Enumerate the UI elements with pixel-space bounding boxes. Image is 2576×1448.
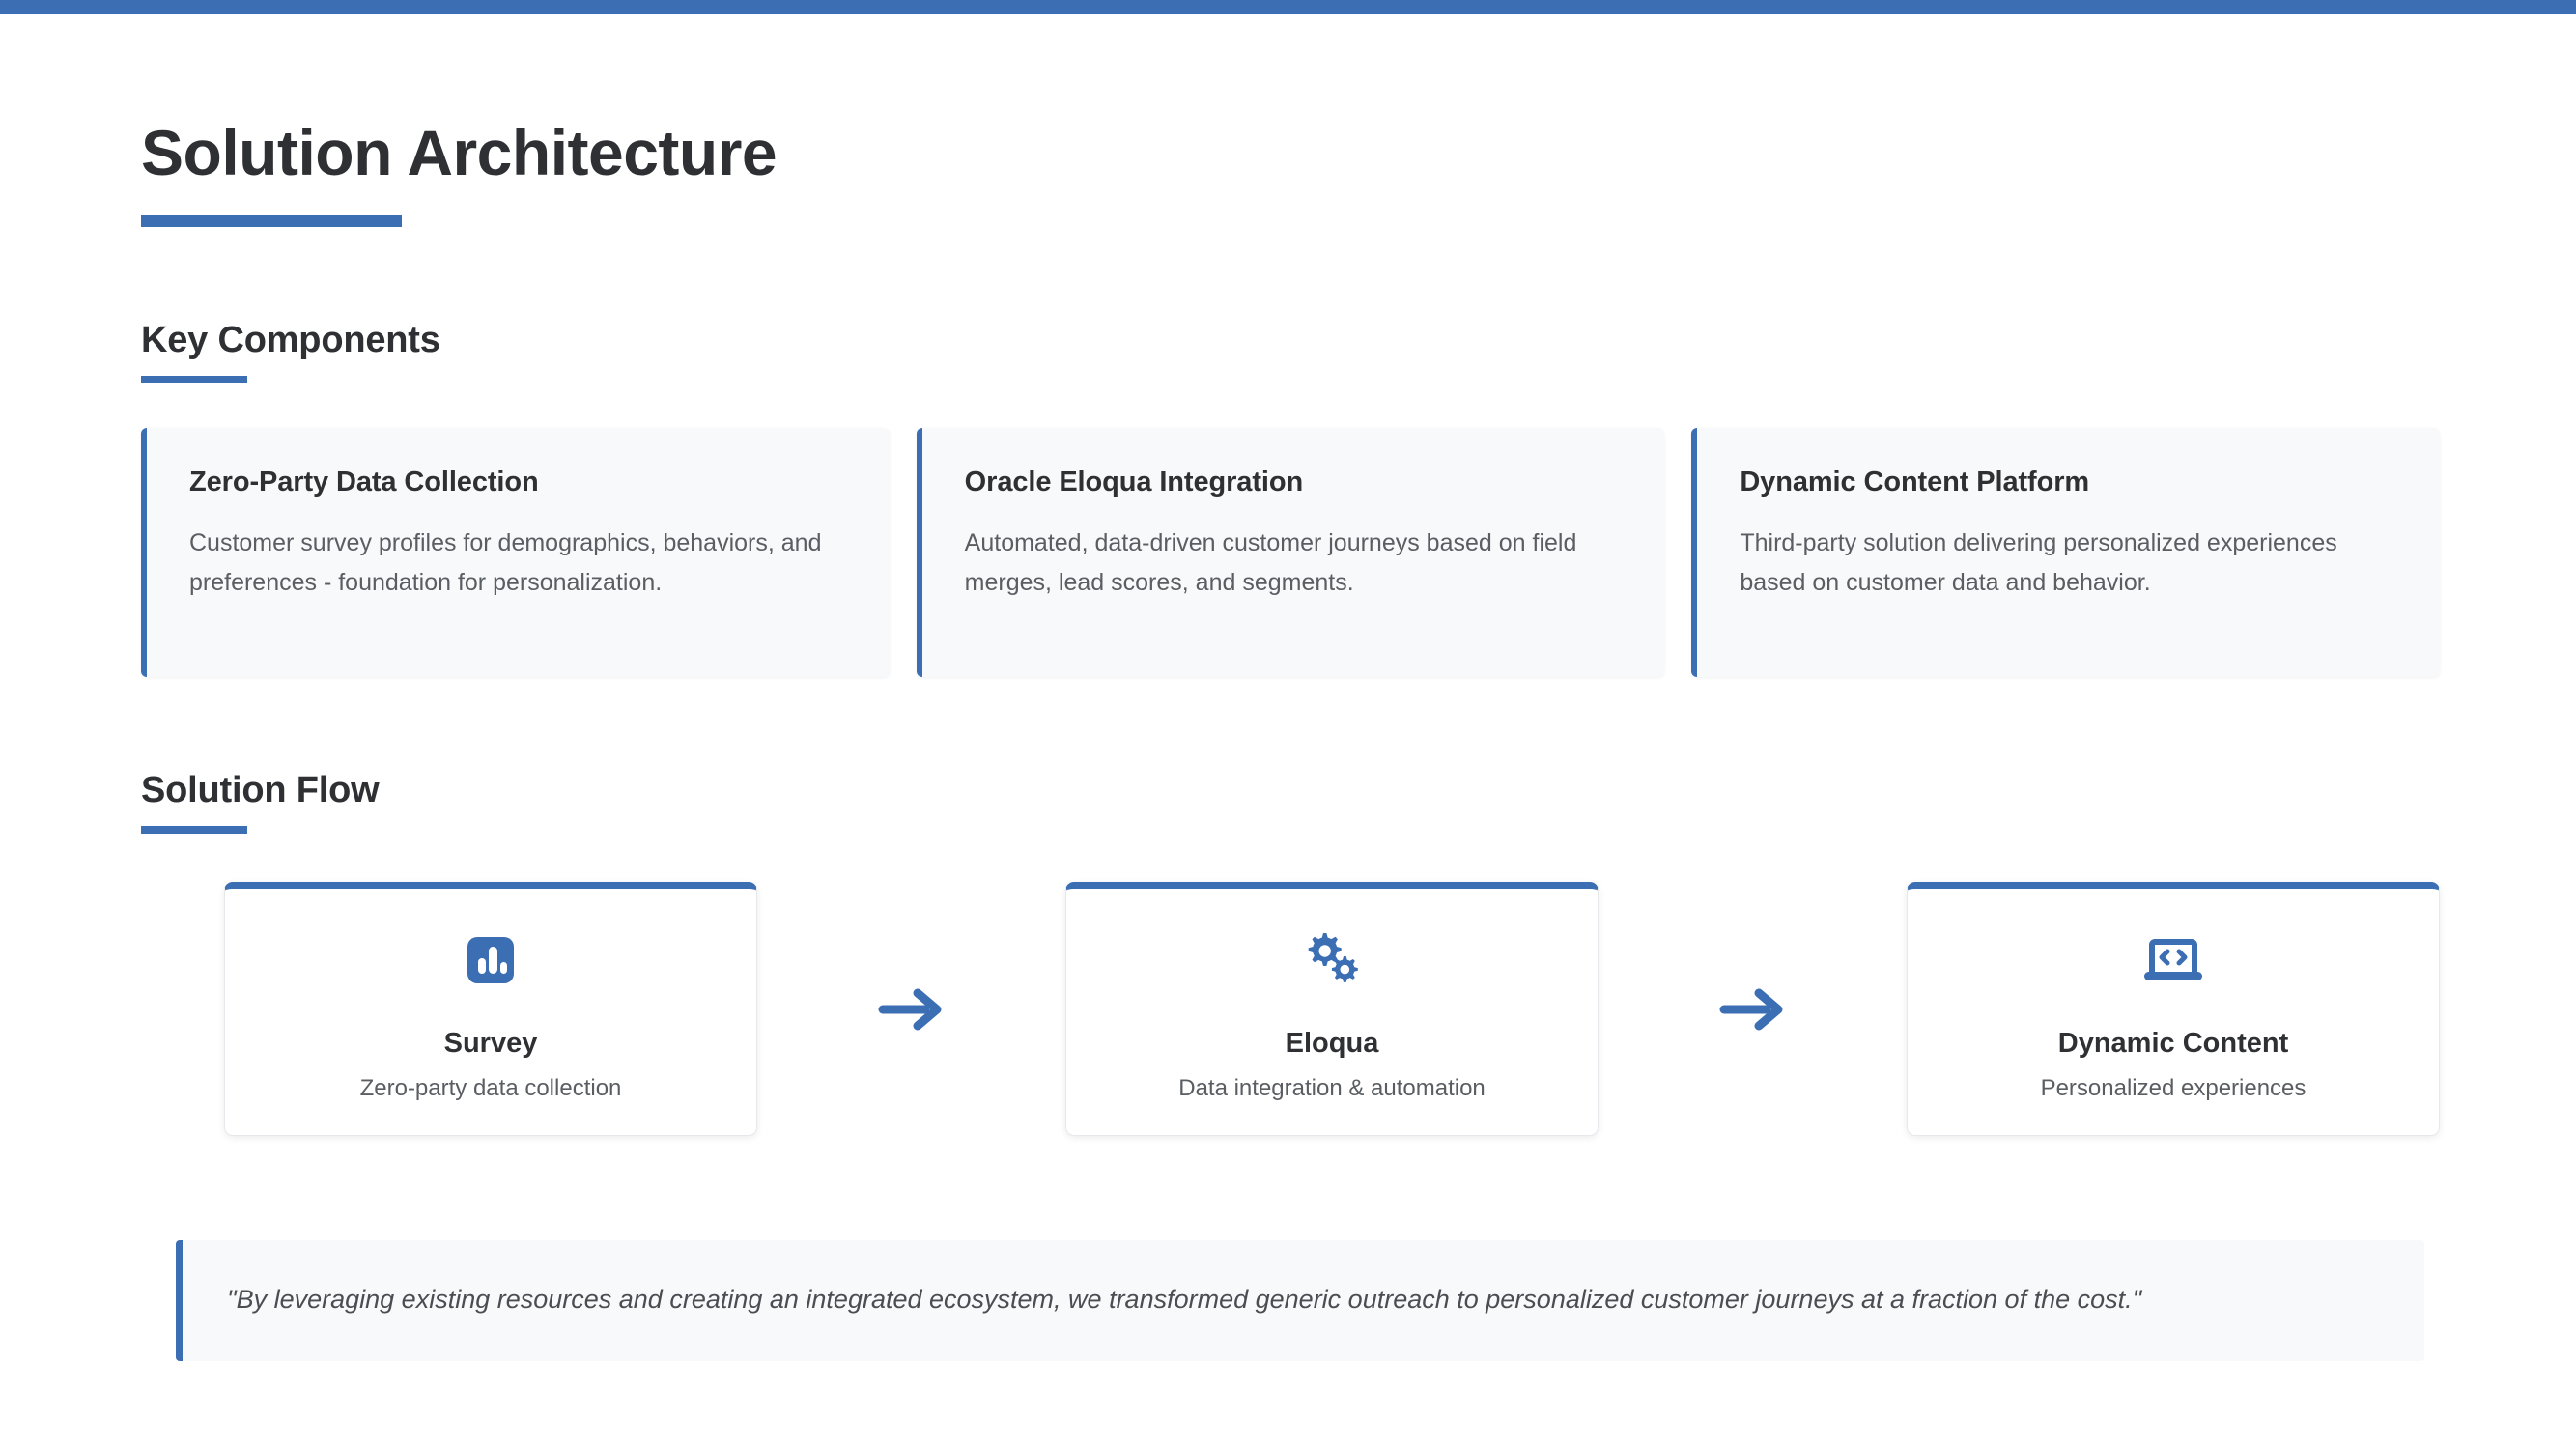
flow-step-subtitle: Personalized experiences (2040, 1075, 2307, 1102)
page-title: Solution Architecture (141, 117, 778, 188)
flow-step-title: Dynamic Content (2057, 1028, 2289, 1060)
section-title-key-components: Key Components (141, 320, 440, 361)
key-components-card-row: Zero-Party Data Collection Customer surv… (141, 428, 2441, 678)
flow-step-title: Eloqua (1285, 1028, 1379, 1060)
key-component-card[interactable]: Oracle Eloqua Integration Automated, dat… (916, 428, 1665, 678)
key-component-title: Oracle Eloqua Integration (964, 467, 1304, 498)
section-underline-solution-flow (141, 826, 247, 835)
flow-step-subtitle: Data integration & automation (1178, 1075, 1486, 1102)
flow-step-card-survey[interactable]: Survey Zero-party data collection (224, 882, 757, 1137)
laptop-code-icon (1927, 925, 2420, 995)
section-title-solution-flow: Solution Flow (141, 770, 380, 811)
bar-chart-icon (244, 925, 737, 995)
flow-step-title: Survey (443, 1028, 538, 1060)
key-component-description: Customer survey profiles for demographic… (189, 529, 822, 596)
content-column: Solution Architecture Key Components Zer… (141, 14, 2441, 1361)
key-component-card[interactable]: Zero-Party Data Collection Customer surv… (141, 428, 890, 678)
quote-block: "By leveraging existing resources and cr… (176, 1240, 2424, 1361)
section-underline-key-components (141, 376, 247, 384)
key-component-title: Zero-Party Data Collection (189, 467, 539, 498)
key-component-description: Automated, data-driven customer journeys… (964, 529, 1577, 596)
solution-flow-row: Survey Zero-party data collection (141, 882, 2440, 1137)
flow-step-subtitle: Zero-party data collection (359, 1075, 622, 1102)
quote-text: "By leveraging existing resources and cr… (227, 1285, 2142, 1315)
flow-step-card-eloqua[interactable]: Eloqua Data integration & automation (1065, 882, 1599, 1137)
key-component-card[interactable]: Dynamic Content Platform Third-party sol… (1691, 428, 2441, 678)
solution-flow-section: Solution Flow Survey Zero-party data c (141, 770, 2440, 1137)
flow-step-card-dynamic-content[interactable]: Dynamic Content Personalized experiences (1907, 882, 2440, 1137)
flow-connector-arrow (757, 980, 1065, 1038)
key-component-description: Third-party solution delivering personal… (1740, 529, 2337, 596)
page-title-underline (141, 215, 402, 228)
key-components-section: Key Components Zero-Party Data Collectio… (141, 320, 2441, 678)
gears-icon (1086, 925, 1578, 995)
key-component-title: Dynamic Content Platform (1740, 467, 2090, 498)
flow-connector-arrow (1599, 980, 1907, 1038)
top-accent-bar (0, 0, 2576, 14)
